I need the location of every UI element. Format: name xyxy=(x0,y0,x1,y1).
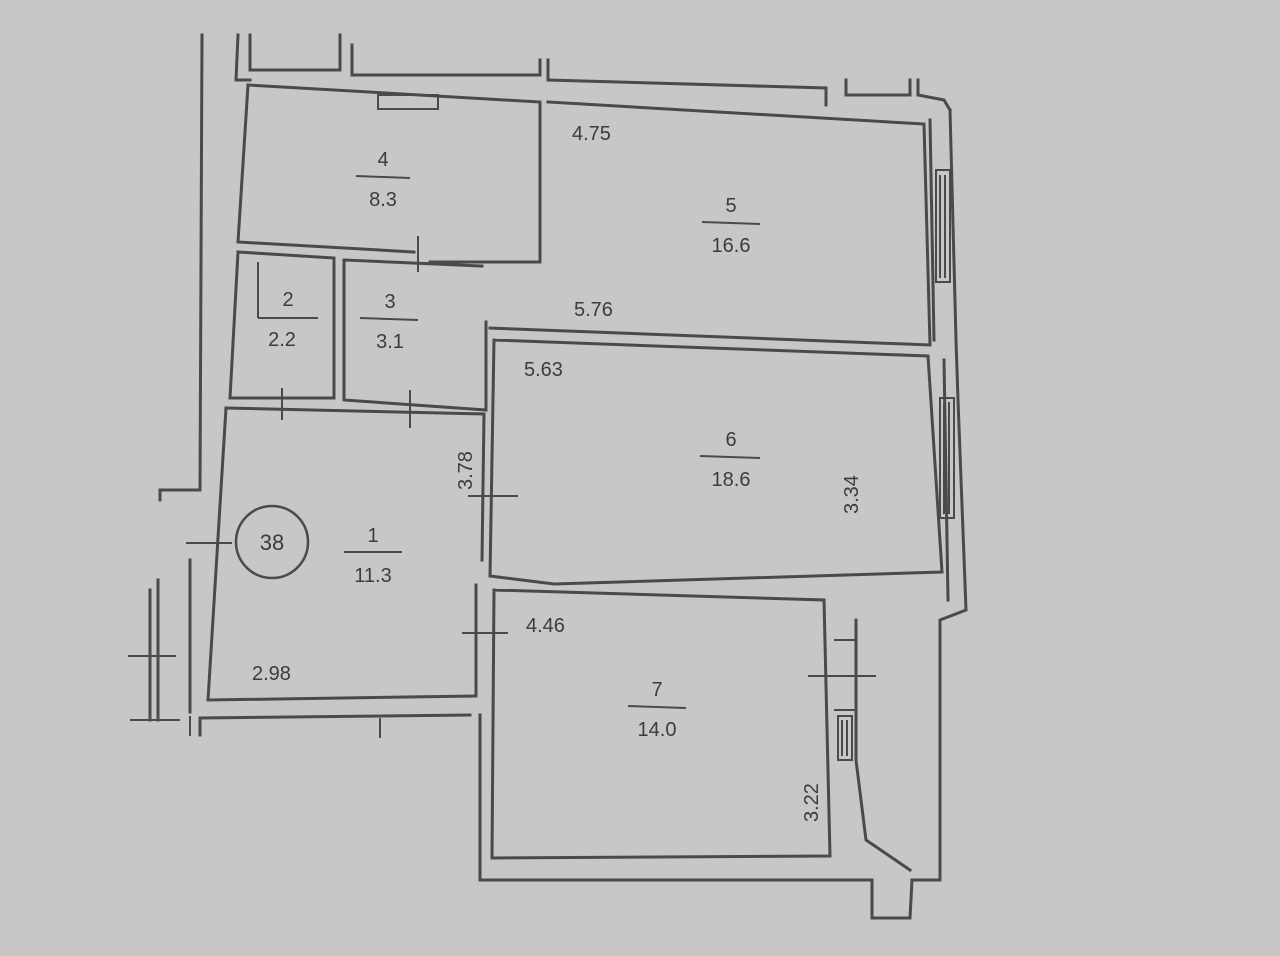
room-7-number: 7 xyxy=(651,679,662,701)
room-2 xyxy=(228,250,336,400)
fraction-bars xyxy=(258,175,761,709)
room-6-number: 6 xyxy=(725,429,736,451)
room-3-area: 3.1 xyxy=(376,331,404,353)
room-3 xyxy=(342,236,488,428)
room-2-area: 2.2 xyxy=(268,329,296,351)
room-4-area: 8.3 xyxy=(369,189,397,211)
dimension-label: 2.98 xyxy=(252,663,291,685)
dimension-label: 3.22 xyxy=(801,783,823,822)
room-1 xyxy=(186,388,518,702)
room-6 xyxy=(488,338,955,586)
dimension-label: 4.75 xyxy=(572,123,611,145)
room-2-number: 2 xyxy=(282,289,293,311)
room-1-number: 1 xyxy=(367,525,378,547)
room-4 xyxy=(236,83,542,264)
room-5-number: 5 xyxy=(725,195,736,217)
dimension-label: 3.34 xyxy=(841,475,863,514)
room-7 xyxy=(490,588,913,873)
room-4-number: 4 xyxy=(377,149,388,171)
dimension-label: 4.46 xyxy=(526,615,565,637)
apartment-number: 38 xyxy=(260,530,284,555)
room-5-area: 16.6 xyxy=(712,235,751,257)
dimension-label: 3.78 xyxy=(455,451,477,490)
room-3-number: 3 xyxy=(384,291,395,313)
room-7-area: 14.0 xyxy=(638,719,677,741)
entrance-marks xyxy=(128,655,381,738)
dimension-label: 5.63 xyxy=(524,359,563,381)
room-6-area: 18.6 xyxy=(712,469,751,491)
room-5 xyxy=(488,100,951,347)
dimension-label: 5.76 xyxy=(574,299,613,321)
exterior-walls xyxy=(148,33,968,920)
room-1-area: 11.3 xyxy=(354,565,391,587)
